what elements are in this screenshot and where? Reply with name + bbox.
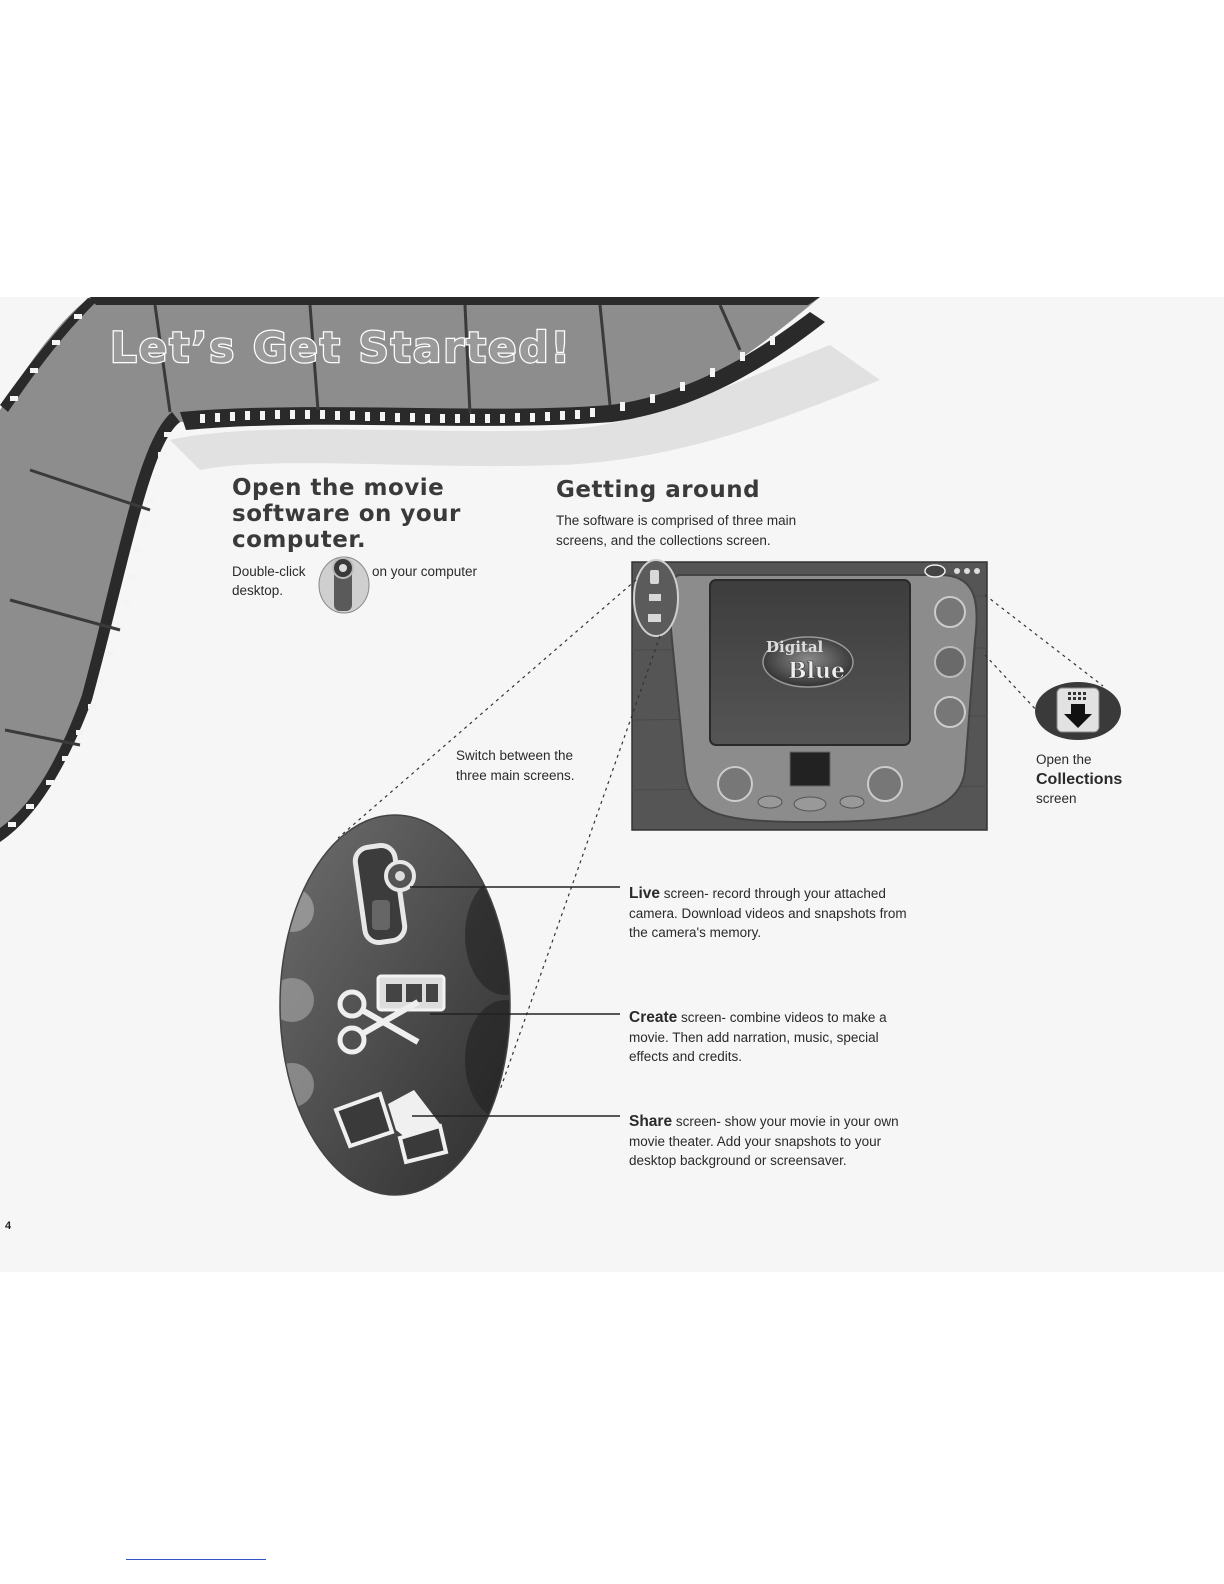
footer-link-underline (126, 1559, 266, 1560)
logo-word-digital: Digital (766, 638, 824, 656)
page-number: 4 (5, 1220, 12, 1232)
switch-screens-label: Switch between the three main screens. (456, 748, 575, 783)
live-screen-description: Live screen- record through your attache… (629, 884, 919, 943)
app-screenshot: Digital Blue (631, 559, 988, 831)
getting-around-text: The software is comprised of three main … (556, 513, 797, 548)
share-screen-description: Share screen- show your movie in your ow… (629, 1112, 919, 1171)
zoomed-nav-oval (279, 814, 511, 1196)
collections-suffix: screen (1036, 791, 1077, 806)
collections-download-icon (1034, 668, 1122, 756)
collections-prefix: Open the (1036, 752, 1092, 767)
getting-around-heading: Getting around (556, 477, 761, 503)
live-keyword: Live (629, 885, 661, 902)
on-computer-text: on your computer (372, 564, 478, 579)
collections-name: Collections (1036, 770, 1123, 788)
desktop-text: desktop. (232, 583, 284, 598)
desktop-camcorder-icon (318, 556, 370, 614)
double-click-text: Double-click (232, 564, 306, 579)
page-title: Let’s Get Started! (110, 323, 572, 372)
share-hand-icon (333, 1090, 449, 1165)
open-software-heading: Open the movie software on your computer… (232, 475, 461, 553)
share-text: screen- show your movie in your own movi… (629, 1114, 899, 1168)
create-screen-description: Create screen- combine videos to make a … (629, 1008, 919, 1067)
live-text: screen- record through your attached cam… (629, 886, 907, 940)
leader-lines (410, 886, 620, 1117)
create-text: screen- combine videos to make a movie. … (629, 1010, 887, 1064)
collections-callout: Open the Collections screen (1036, 750, 1176, 809)
share-keyword: Share (629, 1113, 673, 1130)
create-keyword: Create (629, 1009, 678, 1026)
camcorder-icon (352, 842, 416, 946)
logo-word-blue: Blue (788, 658, 845, 684)
film-scissors-icon (337, 974, 446, 1055)
film-strip: Let’s Get Started! (0, 297, 880, 842)
